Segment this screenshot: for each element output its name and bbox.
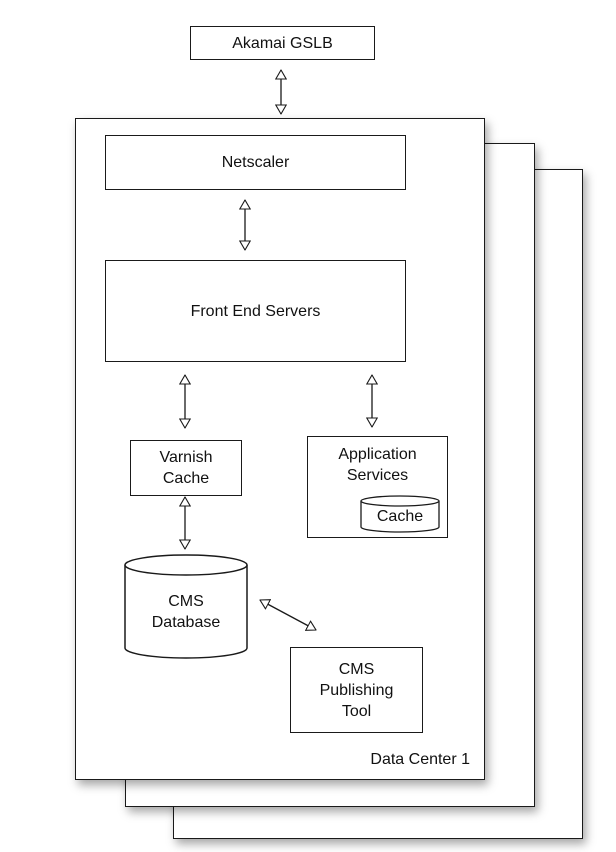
netscaler-node: Netscaler — [105, 135, 406, 190]
cms-publishing-tool-node: CMS Publishing Tool — [290, 647, 423, 733]
cms-publishing-tool-label: CMS Publishing Tool — [319, 660, 394, 720]
varnish-cache-label: Varnish Cache — [159, 449, 213, 487]
arrow-database-publishing — [260, 600, 316, 630]
cache-node — [360, 495, 440, 533]
cms-database-label: CMS Database — [151, 593, 221, 631]
akamai-gslb-label: Akamai GSLB — [232, 34, 333, 52]
netscaler-label: Netscaler — [221, 154, 290, 171]
cms-database-node — [124, 554, 248, 659]
data-center-label: Data Center 1 — [370, 750, 470, 768]
akamai-gslb-node: Akamai GSLB — [190, 26, 375, 60]
application-services-label: Application Services — [338, 446, 417, 484]
varnish-cache-node: Varnish Cache — [130, 440, 242, 496]
front-end-servers-node: Front End Servers — [105, 260, 406, 362]
front-end-servers-label: Front End Servers — [190, 302, 321, 320]
cache-label: Cache — [376, 507, 424, 525]
